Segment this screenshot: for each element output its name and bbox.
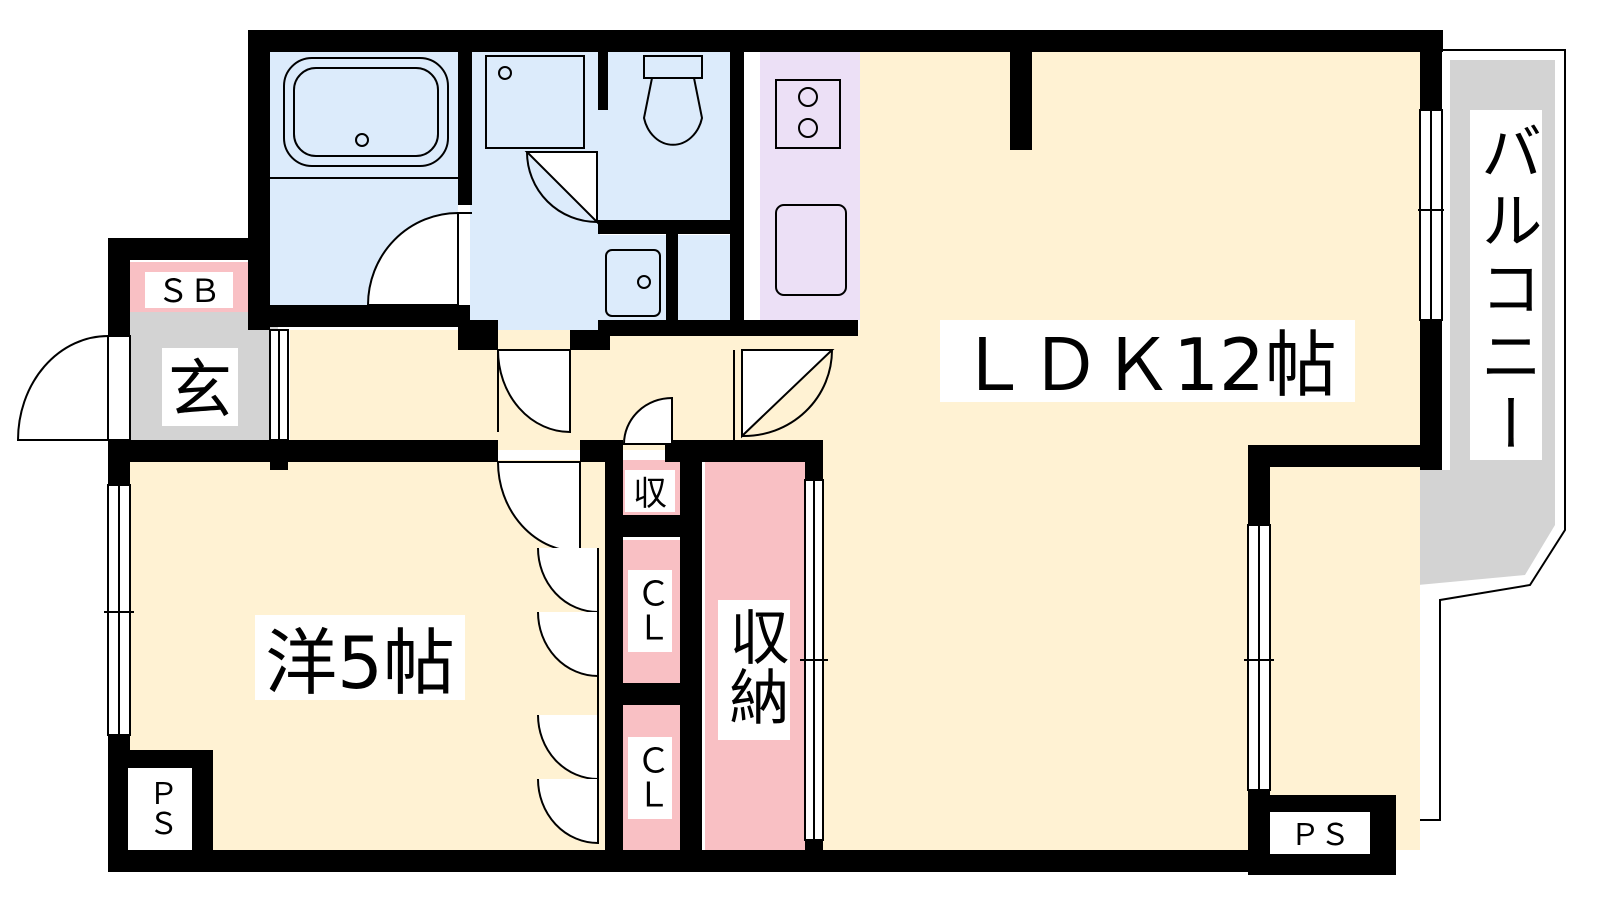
- storage-large-label: 収納: [719, 606, 789, 726]
- closet-1-label-bg: [628, 570, 672, 652]
- shoe-box-label-bg: [145, 272, 233, 308]
- closet-1-label: ＣＬ: [630, 576, 670, 644]
- wall-toilet-left: [598, 30, 608, 110]
- wall-kitchen-bottom: [598, 320, 858, 336]
- wash-inner-door: [524, 151, 598, 225]
- closet-1-door-b: [537, 611, 599, 678]
- wall-corridor-bottom-left: [108, 440, 498, 462]
- closet-2-door-a: [537, 714, 599, 781]
- sink-floor: [600, 235, 730, 320]
- ps-right-box: [1270, 812, 1370, 854]
- western-label: 洋5帖: [265, 621, 455, 705]
- washing-machine-icon: [485, 55, 585, 149]
- wall-left-upper: [108, 238, 130, 338]
- wall-wash-bottom-left: [458, 320, 498, 350]
- wall-ldk-stub: [1010, 50, 1032, 150]
- wall-closet-mid: [605, 683, 680, 705]
- entrance-label-bg: [162, 348, 238, 426]
- ps-right-label: ＰＳ: [1290, 818, 1350, 853]
- bathtub-icon: [268, 57, 458, 179]
- wall-balcony-step: [1248, 445, 1442, 467]
- wall-storage-left: [605, 440, 623, 870]
- front-door: [16, 334, 131, 441]
- ldk-door: [741, 349, 835, 439]
- closet-1-door-a: [537, 547, 599, 614]
- gas-stove-icon: [775, 79, 841, 149]
- wall-bath-right: [458, 30, 472, 205]
- wall-sink-divider: [666, 234, 678, 334]
- wall-toilet-right: [730, 30, 744, 335]
- storage-small-label-bg: [625, 470, 675, 512]
- ps-left-label: ＰＳ: [143, 778, 178, 838]
- ldk-label-bg: [940, 320, 1355, 402]
- western-label-bg: [255, 615, 465, 700]
- toilet-icon: [642, 55, 704, 146]
- wall-bottom: [108, 850, 1268, 872]
- washroom-door: [496, 349, 571, 434]
- kitchen-sink-icon: [775, 204, 847, 296]
- balcony-label-bg: [1470, 110, 1542, 460]
- wall-bath-bottom: [248, 305, 470, 327]
- wash-basin-icon: [605, 249, 661, 317]
- wall-storage-divider: [680, 460, 702, 850]
- wall-sb-top: [108, 238, 268, 260]
- wall-toilet-bottom: [598, 220, 743, 234]
- storage-small-label: 収: [633, 474, 667, 514]
- storage-large-label-bg: [718, 600, 790, 740]
- wall-bath-left: [248, 30, 270, 330]
- wall-closet-top: [605, 515, 680, 537]
- bath-door: [366, 211, 459, 306]
- closet-2-door-b: [537, 778, 599, 845]
- ldk-label: ＬＤＫ12帖: [957, 323, 1337, 407]
- closet-2-label: ＣＬ: [630, 743, 670, 811]
- toilet-floor: [600, 50, 730, 220]
- ps-left-box: [128, 768, 192, 850]
- shoe-box-label: ＳＢ: [157, 272, 221, 310]
- wall-top: [248, 30, 1443, 52]
- balcony-label: バルコニー: [1470, 120, 1543, 460]
- entrance-label: 玄: [168, 354, 232, 428]
- closet-2-label-bg: [628, 737, 672, 819]
- wall-corridor-bottom-right: [665, 440, 810, 462]
- storage-small-door: [622, 396, 673, 445]
